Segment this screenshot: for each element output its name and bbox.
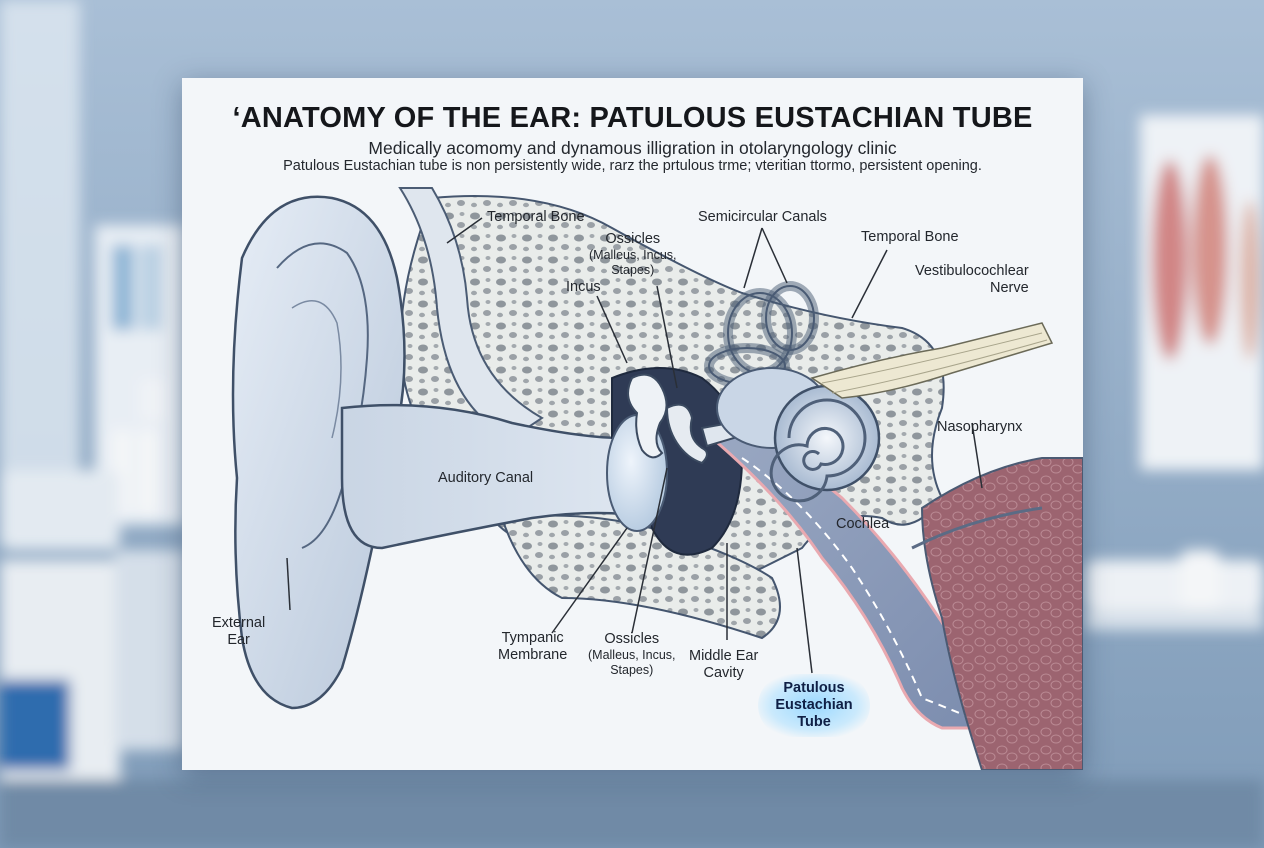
nasopharynx-tissue (920, 457, 1083, 770)
label-incus: Incus (566, 279, 601, 295)
label-nasopharynx: Nasopharynx (937, 419, 1023, 435)
label-cochlea: Cochlea (836, 516, 890, 532)
leader-lines (286, 217, 983, 674)
label-tympanic-membrane: Tympanic Membrane (498, 630, 568, 663)
label-patulous-eustachian-tube: Patulous Eustachian Tube (758, 674, 870, 737)
external-ear-shape (231, 195, 406, 710)
label-vestibulocochlear-nerve: Vestibulocochlear Nerve (915, 263, 1029, 296)
label-ossicles-top: Ossicles (Malleus, Incus, Stapes) (589, 231, 677, 277)
ear-illustration (231, 187, 1083, 770)
poster-description: Patulous Eustachian tube is non persiste… (283, 158, 982, 174)
label-semicircular-canals: Semicircular Canals (698, 209, 827, 225)
vestibulocochlear-nerve-shape (810, 322, 1054, 399)
ear-anatomy-poster: ‘ANATOMY OF THE EAR: PATULOUS EUSTACHIAN… (182, 78, 1083, 770)
poster-title: ‘ANATOMY OF THE EAR: PATULOUS EUSTACHIAN… (232, 102, 1033, 134)
label-temporal-bone-right: Temporal Bone (861, 229, 959, 245)
label-ossicles-bottom: Ossicles (Malleus, Incus, Stapes) (588, 631, 676, 677)
label-auditory-canal: Auditory Canal (438, 470, 534, 486)
ossicles-shape (627, 373, 668, 459)
label-middle-ear-cavity: Middle Ear Cavity (689, 648, 759, 681)
label-temporal-bone-left: Temporal Bone (487, 209, 585, 225)
cochlea-shape (769, 384, 881, 503)
label-external-ear: External Ear (212, 615, 266, 648)
poster-subtitle: Medically acomomy and dynamous illigrati… (368, 138, 897, 158)
auditory-canal-shape (340, 403, 654, 550)
